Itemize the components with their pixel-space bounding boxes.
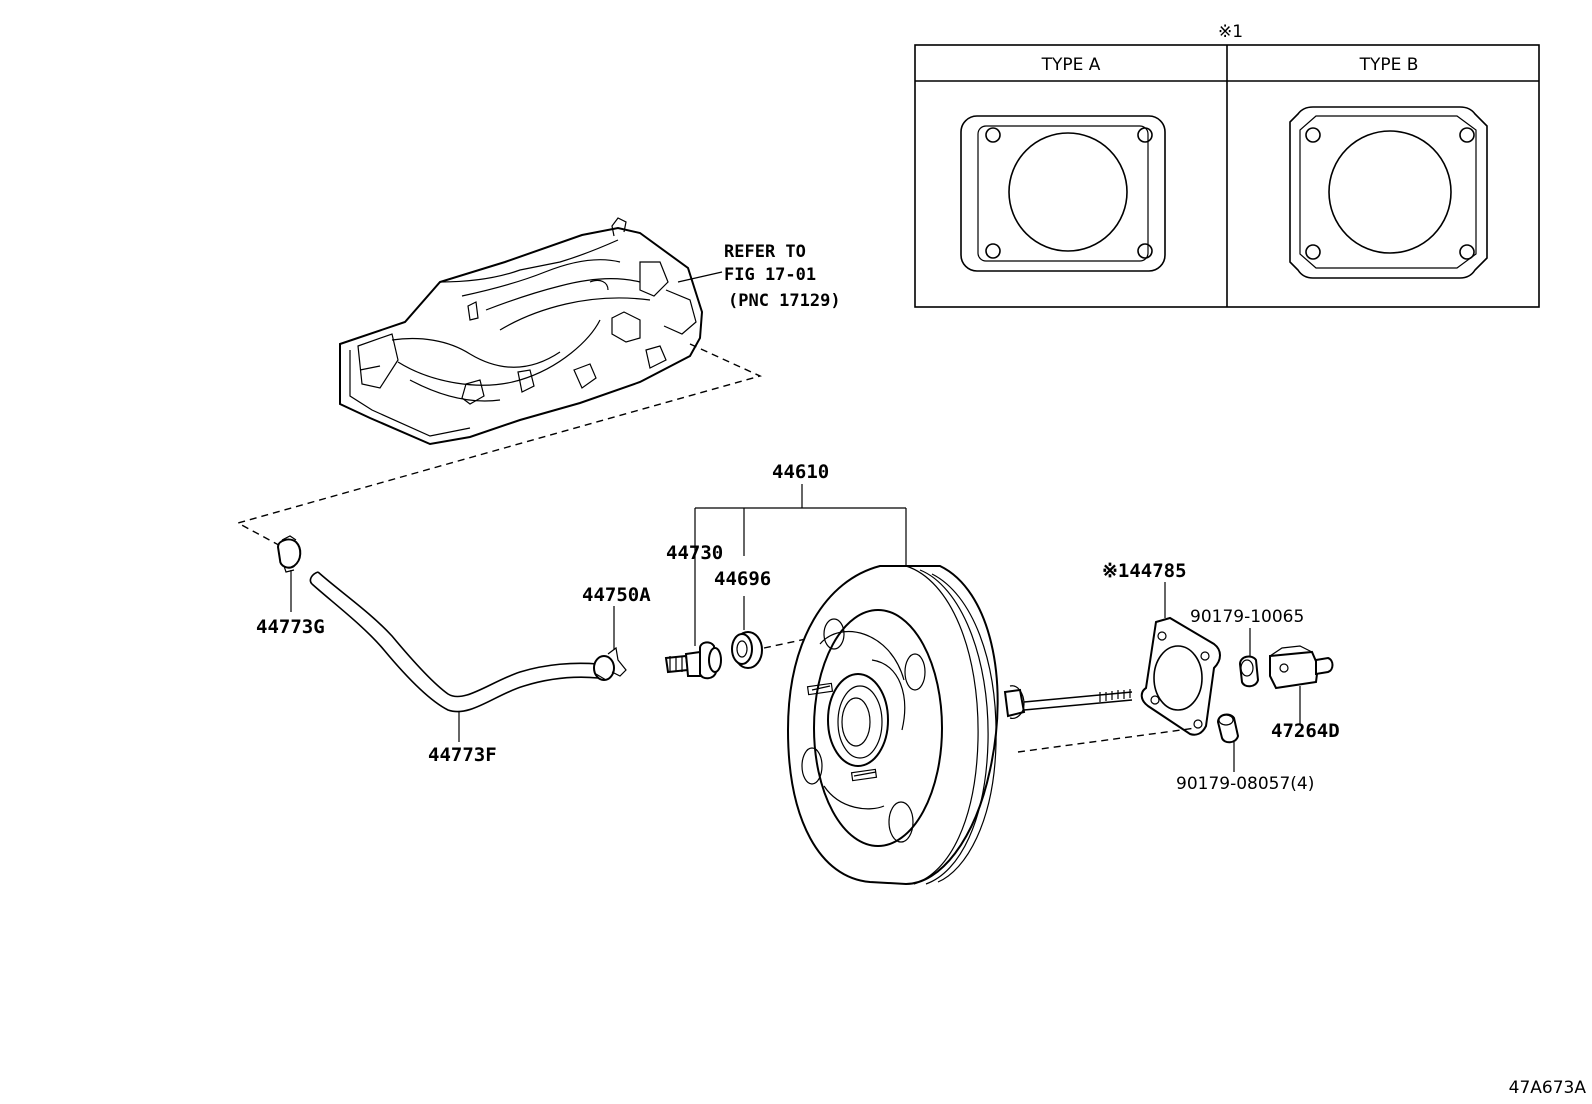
part-label-44773f: 44773F	[428, 744, 497, 766]
part-label-44773g: 44773G	[256, 616, 325, 638]
check-valve-44730-drawing	[664, 641, 722, 680]
reference-line-2: FIG 17-01	[724, 265, 816, 285]
part-label-90179-10065: 90179-10065	[1190, 607, 1304, 627]
part-label-47264d: 47264D	[1271, 720, 1340, 742]
nut-connection-dashed-line	[1017, 727, 1197, 753]
part-label-44785: ※144785	[1102, 560, 1187, 582]
bracket-44610	[695, 484, 907, 566]
gasket-44785-drawing	[1140, 616, 1221, 736]
clamp-44750a-drawing	[593, 646, 627, 681]
part-label-44730: 44730	[666, 542, 723, 564]
reference-line-3: (PNC 17129)	[728, 291, 841, 311]
gasket-type-b-drawing	[1289, 106, 1488, 279]
variant-marker: ※1	[1218, 22, 1243, 42]
part-label-44610: 44610	[772, 461, 829, 483]
part-label-90179-08057: 90179-08057(4)	[1176, 774, 1314, 794]
manifold-connection-dashed-line	[236, 343, 763, 551]
diagram-code: 47A673A	[1509, 1078, 1587, 1098]
variant-type-a-label: TYPE A	[1041, 55, 1101, 75]
part-label-44696: 44696	[714, 568, 771, 590]
variant-table: ※1 TYPE A TYPE B	[914, 22, 1540, 308]
gasket-type-a-drawing	[960, 115, 1166, 272]
clamp-44773g-drawing	[276, 535, 302, 573]
nut-90179-10065-drawing	[1238, 655, 1260, 688]
variant-type-b-label: TYPE B	[1359, 55, 1419, 75]
nut-90179-08057-drawing	[1216, 713, 1240, 744]
reference-line-1: REFER TO	[724, 242, 806, 262]
grommet-connection-dashed-line	[763, 635, 821, 649]
reference-leader	[677, 271, 723, 283]
part-label-44750a: 44750A	[582, 584, 651, 606]
intake-manifold-drawing	[339, 217, 704, 446]
brake-booster-drawing	[786, 565, 1133, 886]
clevis-47264d-drawing	[1269, 645, 1334, 690]
grommet-44696-drawing	[731, 631, 763, 669]
hose-44773f-drawing	[309, 571, 604, 713]
